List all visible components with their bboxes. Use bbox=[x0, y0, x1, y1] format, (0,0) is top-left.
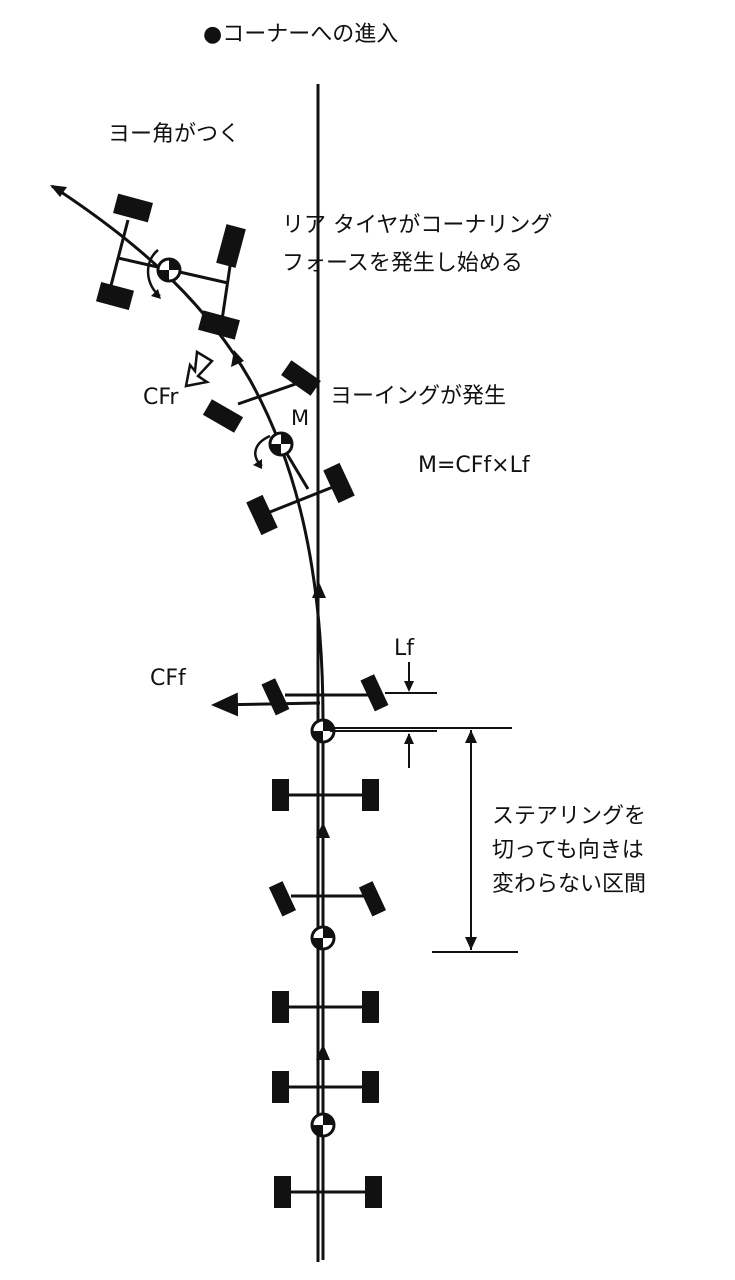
interval-note-line3: 変わらない区間 bbox=[492, 872, 646, 897]
cfr-arrow bbox=[184, 349, 214, 388]
moment-symbol: M bbox=[291, 406, 309, 430]
interval-dimension bbox=[330, 727, 518, 953]
cg-mark-2 bbox=[310, 925, 336, 951]
yawing-label: ヨーイングが発生 bbox=[330, 384, 506, 409]
cff-label: CFf bbox=[150, 666, 187, 691]
vehicle-path bbox=[51, 184, 325, 1260]
cg-mark-top bbox=[156, 257, 182, 283]
yaw-moment-arrow bbox=[254, 434, 271, 467]
lf-dimension bbox=[330, 662, 437, 768]
moment-formula: M=CFf×Lf bbox=[418, 453, 531, 478]
interval-note-line1: ステアリングを bbox=[492, 804, 646, 829]
rear-tire-note-line2: フォースを発生し始める bbox=[282, 251, 523, 276]
title: ●コーナーへの進入 bbox=[203, 22, 398, 47]
chassis-steered-1 bbox=[272, 1071, 379, 1103]
path-direction-arrows bbox=[50, 185, 330, 1060]
cg-mark-1 bbox=[310, 1112, 336, 1138]
chassis-steered-3 bbox=[261, 674, 389, 716]
yaw-angle-label: ヨー角がつく bbox=[108, 122, 240, 147]
chassis-straight-1 bbox=[274, 1176, 382, 1208]
chassis-straight-3 bbox=[272, 779, 379, 811]
chassis-steered-2 bbox=[268, 881, 387, 917]
rear-tire-note-line1: リア タイヤがコーナリング bbox=[282, 213, 552, 238]
cg-mark-yawing bbox=[268, 431, 294, 457]
cfr-label: CFr bbox=[143, 385, 179, 410]
cff-arrow bbox=[211, 692, 321, 717]
chassis-straight-2 bbox=[272, 991, 379, 1023]
lf-label: Lf bbox=[394, 636, 415, 661]
interval-note-line2: 切っても向きは bbox=[492, 838, 644, 863]
